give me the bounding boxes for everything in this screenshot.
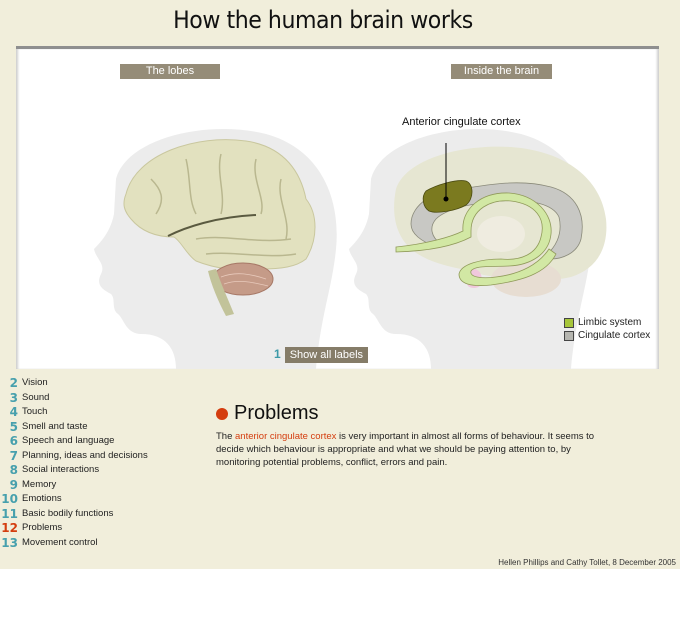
menu-item-social-interactions[interactable]: 8 Social interactions: [0, 463, 148, 478]
menu-number: 6: [9, 434, 18, 448]
menu-label: Basic bodily functions: [22, 507, 114, 519]
legend-item-limbic-system: Limbic system: [564, 316, 650, 329]
menu-label: Vision: [22, 377, 48, 388]
menu-item-movement-control[interactable]: 13 Movement control: [0, 536, 148, 551]
menu-label: Touch: [22, 406, 48, 417]
anterior-cingulate-cortex-label: Anterior cingulate cortex: [402, 116, 521, 128]
menu-label: Speech and language: [22, 435, 115, 446]
legend-label: Limbic system: [578, 317, 642, 328]
menu-number: 1: [274, 347, 281, 361]
menu-item-smell-and-taste[interactable]: 5 Smell and taste: [0, 420, 148, 435]
thalamus: [477, 216, 525, 252]
menu-label: Problems: [22, 522, 63, 533]
detail-heading: Problems: [216, 402, 606, 425]
page-title: How the human brain works: [173, 6, 473, 34]
menu-number: 2: [9, 376, 18, 390]
anterior-cingulate-cortex: [422, 180, 473, 213]
topic-menu: 2 Vision 3 Sound 4 Touch 5 Smell and taste 6 Spee…: [0, 376, 148, 551]
menu-item-basic-bodily-functions[interactable]: 11 Basic bodily functions: [0, 507, 148, 522]
page-background: How the human brain works The lobes Insi…: [0, 0, 680, 569]
menu-label: Planning, ideas and decisions: [22, 449, 148, 461]
detail-description: The anterior cingulate cortex is very im…: [216, 430, 606, 469]
legend-item-cingulate-cortex: Cingulate cortex: [564, 329, 650, 342]
menu-number: 9: [9, 477, 18, 492]
menu-label: Smell and taste: [22, 420, 88, 432]
menu-label: Emotions: [22, 493, 62, 504]
menu-item-memory[interactable]: 9 Memory: [0, 478, 148, 493]
menu-item-planning-ideas-and-decisions[interactable]: 7 Planning, ideas and decisions: [0, 449, 148, 464]
text-after: is very important in almost all forms of…: [216, 431, 595, 468]
bullet-dot-icon: [216, 407, 228, 420]
menu-label: Memory: [22, 478, 57, 490]
legend: Limbic system Cingulate cortex: [564, 316, 650, 342]
credit-line: Hellen Phillips and Cathy Tollet, 8 Dece…: [498, 558, 676, 567]
lateral-fissure: [167, 214, 257, 237]
limbic-swatch: [564, 317, 574, 328]
menu-number: 7: [9, 448, 18, 463]
show-all-labels-button[interactable]: Show all labels: [284, 347, 369, 363]
brain-stem: [208, 269, 234, 316]
menu-number: 4: [9, 405, 18, 419]
menu-label: Social interactions: [22, 464, 100, 475]
legend-label: Cingulate cortex: [578, 330, 651, 341]
cerebrum: [123, 139, 316, 271]
menu-item-vision[interactable]: 2 Vision: [0, 376, 148, 391]
inside-brain-illustration: [349, 129, 607, 369]
menu-item-speech-and-language[interactable]: 6 Speech and language: [0, 434, 148, 449]
menu-item-sound[interactable]: 3 Sound: [0, 391, 148, 406]
cingulate-swatch: [564, 330, 574, 341]
detail-title: Problems: [234, 402, 319, 424]
menu-number: 13: [1, 535, 18, 550]
lobes-brain-illustration: [94, 129, 337, 369]
menu-label: Sound: [22, 391, 50, 403]
detail-panel: Problems The anterior cingulate cortex i…: [216, 402, 606, 469]
tab-inside-the-brain[interactable]: Inside the brain: [451, 64, 552, 79]
brain-viewer-panel: The lobes Inside the brain Anterior cing: [16, 46, 659, 369]
cerebellum: [491, 261, 561, 297]
menu-number: 12: [1, 521, 18, 535]
menu-label: Movement control: [22, 536, 98, 548]
menu-number: 5: [9, 419, 18, 434]
menu-number: 8: [9, 463, 18, 477]
menu-item-problems[interactable]: 12 Problems: [0, 521, 148, 536]
text-before: The: [216, 431, 236, 442]
tab-the-lobes[interactable]: The lobes: [120, 64, 220, 79]
menu-number: 11: [1, 506, 18, 521]
menu-item-touch[interactable]: 4 Touch: [0, 405, 148, 420]
menu-number: 3: [9, 390, 18, 405]
limbic-system: [395, 192, 557, 286]
menu-item-emotions[interactable]: 10 Emotions: [0, 492, 148, 507]
anterior-cingulate-cortex-link[interactable]: anterior cingulate cortex: [235, 431, 337, 442]
menu-number: 10: [1, 492, 18, 506]
